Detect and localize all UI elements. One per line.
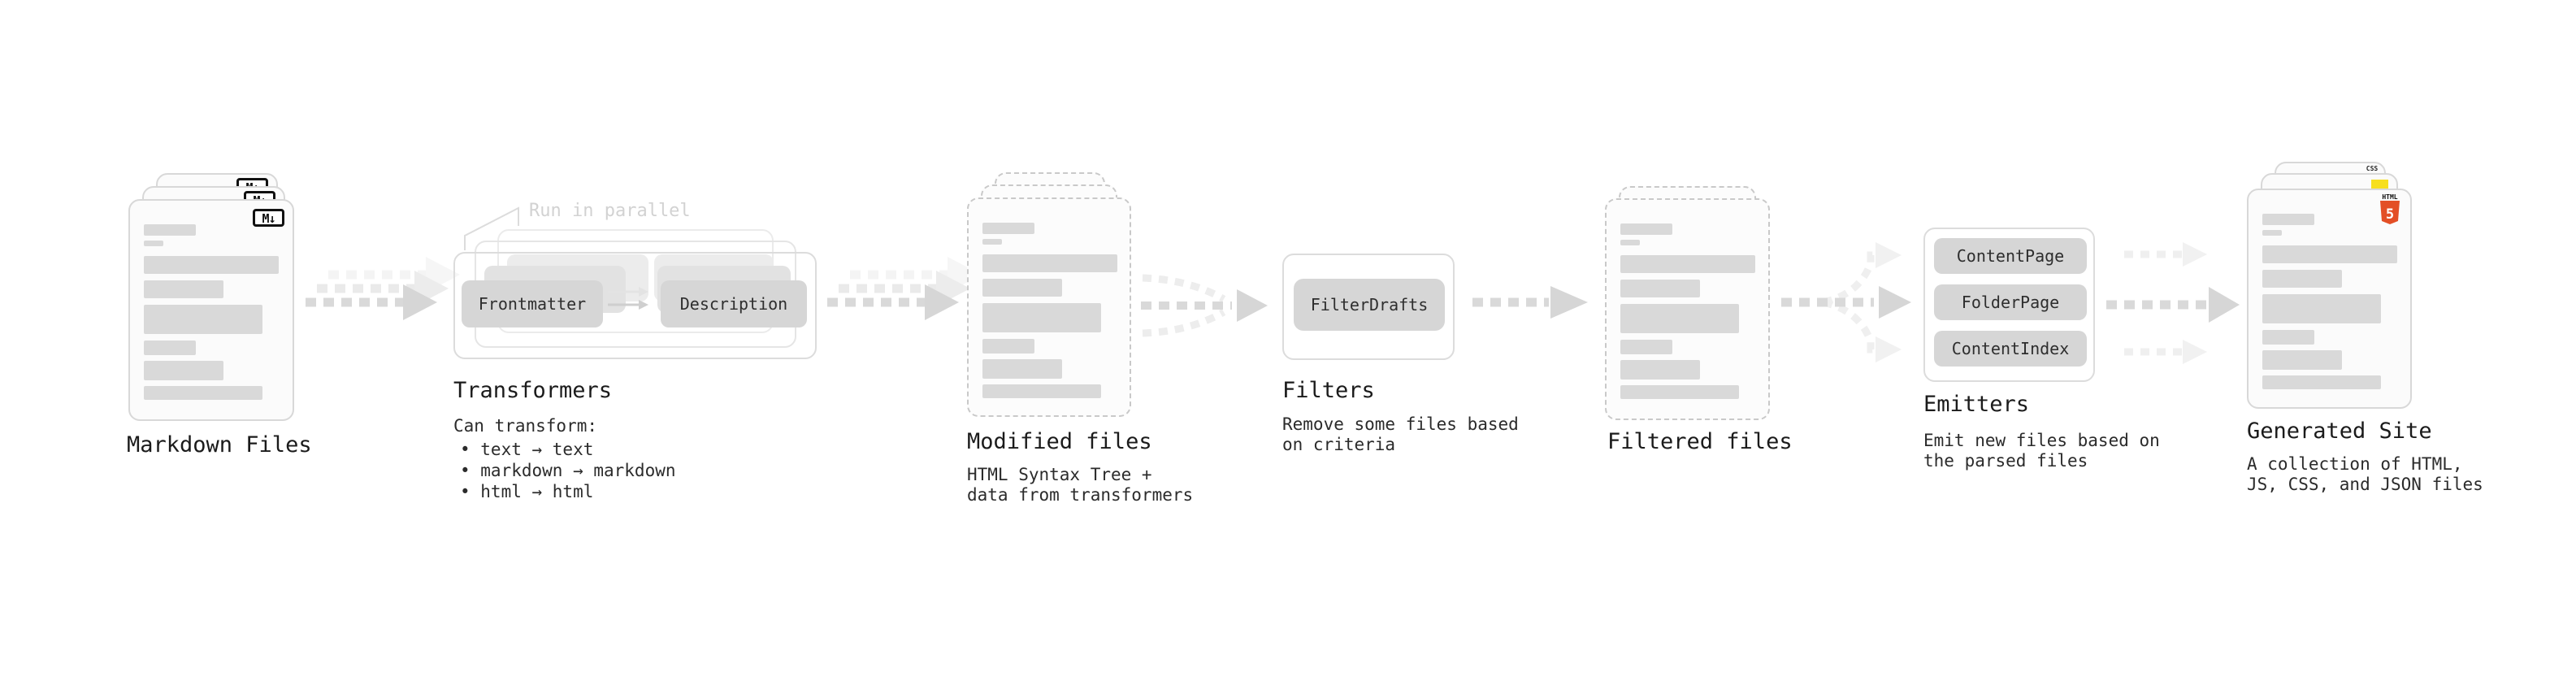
bullet-item: • html → html [460,482,594,501]
emitters-frame [1923,228,2095,382]
text-placeholder-bar [982,339,1034,354]
text-placeholder-bar [144,280,223,298]
step-arrow-front [608,300,648,310]
emitter-step-folderpage: FolderPage [1934,284,2087,320]
text-placeholder-bar [1620,340,1672,354]
fan-in-arrow [1141,274,1268,337]
markdown-icon: M↓ [253,209,284,227]
filters-title: Filters [1282,378,1375,403]
flow-arrow-markdown-to-transformers [306,257,460,320]
emitter-step-contentpage: ContentPage [1934,238,2087,274]
transformer-step-description: Description [661,280,807,327]
filtered-file-card-front [1605,198,1770,420]
callout-line [464,206,519,250]
file-content-placeholder [2249,190,2410,389]
transformer-step-frontmatter: Frontmatter [462,280,603,327]
text-placeholder-bar [982,254,1117,272]
generated-site-title: Generated Site [2247,419,2432,444]
text-placeholder-bar [982,223,1034,234]
filters-frame [1282,254,1455,360]
text-placeholder-bar [144,256,279,274]
file-content-placeholder [1607,200,1768,399]
text-placeholder-bar [144,386,262,400]
text-placeholder-bar [144,305,262,334]
text-placeholder-bar [1620,255,1755,273]
step-arrow-middle [608,287,648,297]
text-placeholder-bar [144,340,196,355]
bullet-item: • markdown → markdown [460,461,676,480]
text-placeholder-bar [2262,245,2397,263]
text-placeholder-bar [982,303,1101,332]
text-placeholder-bar [2262,270,2342,288]
transformers-subtitle: Can transform: [453,416,598,436]
text-placeholder-bar [1620,304,1739,333]
emitter-step-contentindex: ContentIndex [1934,331,2087,367]
modified-files-description: HTML Syntax Tree + data from transformer… [967,465,1194,505]
modified-file-card-front [967,197,1131,417]
text-placeholder-bar [982,359,1062,379]
text-placeholder-bar [1620,360,1700,380]
html5-icon: HTML 5 [2379,193,2400,228]
file-content-placeholder [969,199,1130,398]
text-placeholder-bar [144,241,163,246]
text-placeholder-bar [2262,350,2342,370]
text-placeholder-bar [982,384,1101,398]
modified-files-title: Modified files [967,429,1152,454]
file-content-placeholder [130,201,293,400]
text-placeholder-bar [2262,230,2282,236]
text-placeholder-bar [2262,375,2381,389]
text-placeholder-bar [2262,294,2381,323]
text-placeholder-bar [2262,214,2314,225]
text-placeholder-bar [1620,280,1700,297]
flow-arrow-transformers-to-modified [827,257,982,320]
flow-arrows-emitters-to-site [2106,242,2240,364]
emitters-title: Emitters [1923,392,2030,417]
markdown-files-label: Markdown Files [127,432,312,458]
emitters-description: Emit new files based on the parsed files [1923,431,2160,471]
text-placeholder-bar [982,239,1002,245]
text-placeholder-bar [1620,223,1672,235]
transformers-capabilities: • text → text • markdown → markdown • ht… [460,439,676,502]
bullet-item: • text → text [460,440,594,459]
text-placeholder-bar [144,224,196,236]
transformer-frame-front [453,252,817,359]
text-placeholder-bar [1620,240,1640,245]
fan-out-arrow [1781,242,1911,362]
run-in-parallel-note: Run in parallel [529,201,691,221]
filtered-files-title: Filtered files [1607,429,1793,454]
transformers-title: Transformers [453,378,613,403]
flow-arrow-filters-to-filtered [1472,286,1588,319]
generated-site-description: A collection of HTML, JS, CSS, and JSON … [2247,454,2483,494]
text-placeholder-bar [144,361,223,380]
text-placeholder-bar [1620,385,1739,399]
filter-step-filterdrafts: FilterDrafts [1294,279,1445,331]
filters-description: Remove some files based on criteria [1282,414,1519,454]
site-file-card-html: HTML 5 [2247,189,2412,409]
js-icon [2371,180,2388,189]
text-placeholder-bar [2262,330,2314,345]
markdown-file-card-front: M↓ [128,199,294,421]
html5-number: 5 [2386,206,2394,223]
text-placeholder-bar [982,279,1062,297]
